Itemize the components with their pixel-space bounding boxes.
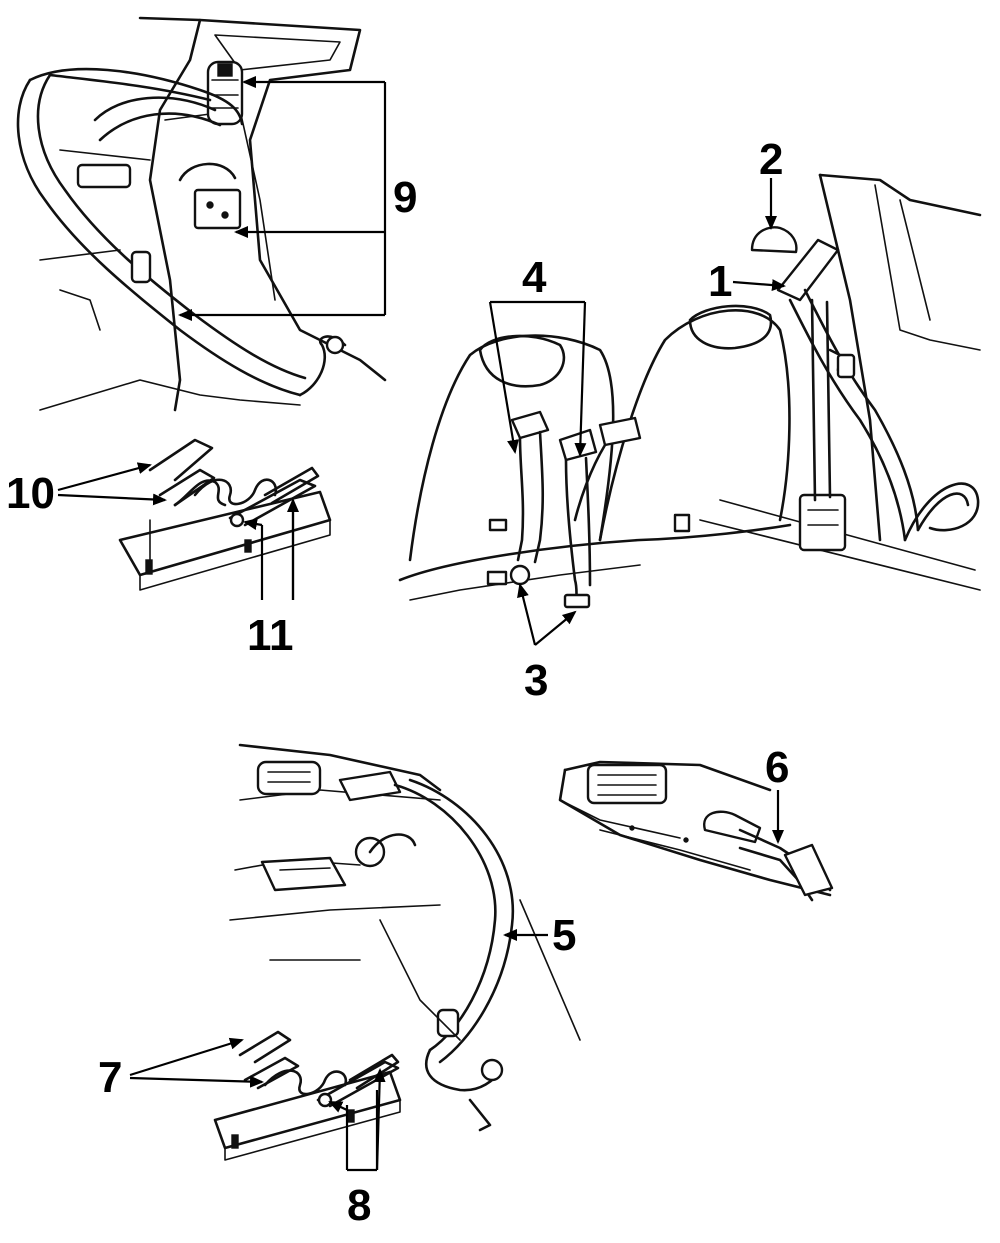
- callout-9: 9: [393, 173, 417, 222]
- rear-seat-belt-illustration: [398, 173, 982, 609]
- callout-6: 6: [765, 743, 789, 792]
- leader-lines: [57, 76, 786, 1172]
- callout-10: 10: [6, 469, 55, 518]
- callout-5: 5: [552, 911, 576, 960]
- callout-7: 7: [98, 1053, 122, 1102]
- rear-deck-belt-illustration: [213, 743, 581, 1161]
- rear-buckle-assembly-illustration: [118, 438, 332, 591]
- callout-1: 1: [708, 257, 732, 306]
- callout-labels: 1 2 3 4 5 6 7 8 9 10 11: [6, 135, 789, 1230]
- callout-3: 3: [524, 656, 548, 705]
- rear-quarter-belt-illustration: [16, 16, 387, 412]
- callout-11: 11: [247, 611, 294, 660]
- callout-8: 8: [347, 1181, 371, 1230]
- callout-2: 2: [759, 135, 783, 184]
- callout-4: 4: [522, 253, 547, 302]
- rear-deck-retractor-illustration: [558, 760, 834, 902]
